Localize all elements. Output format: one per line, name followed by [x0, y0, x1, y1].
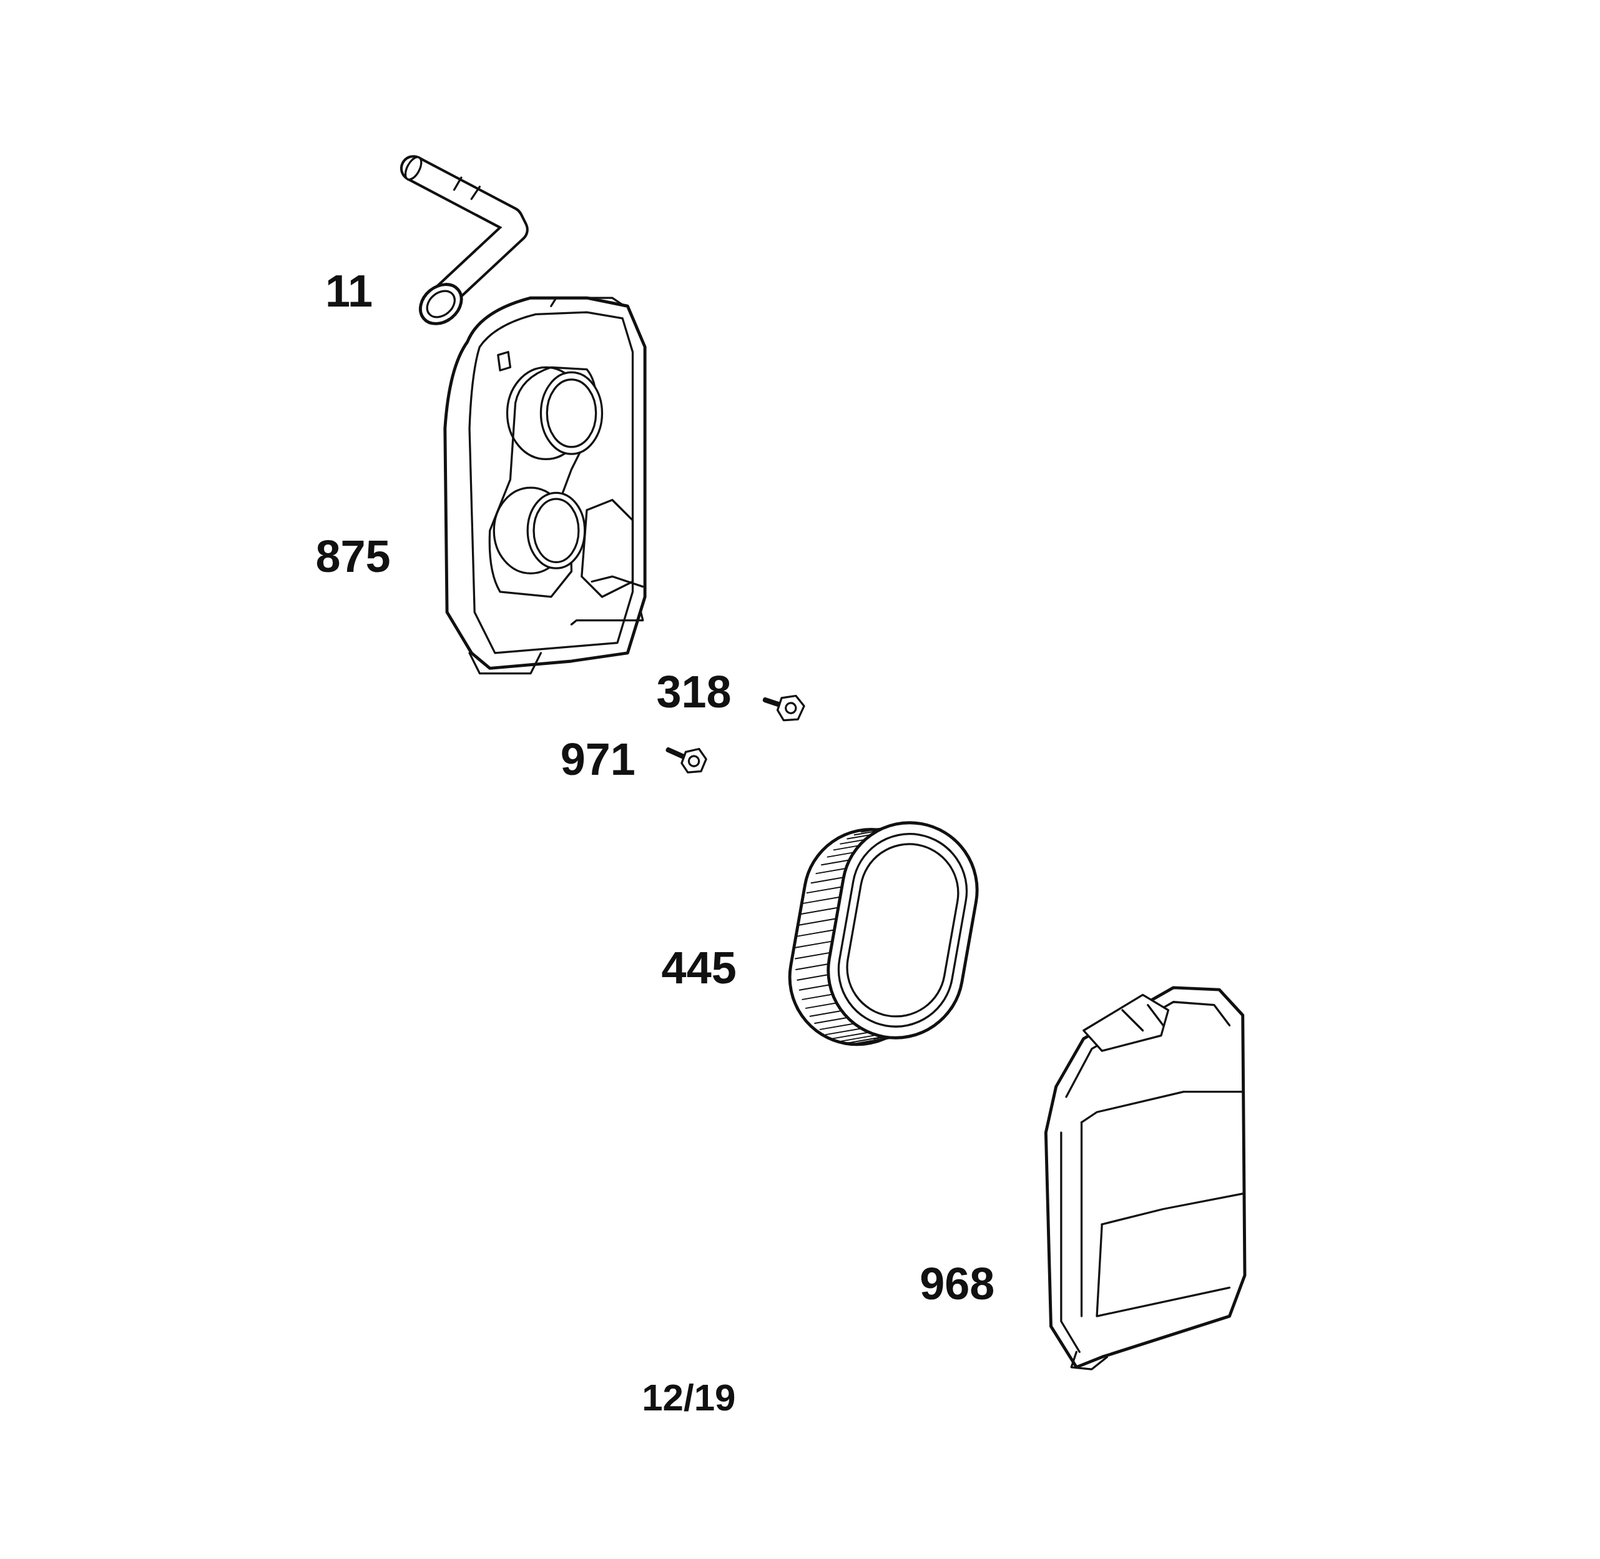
- drawing-stroke: [688, 755, 699, 766]
- breather-hose: [402, 154, 516, 333]
- drawing-stroke: [1083, 994, 1169, 1051]
- drawing-stroke: [527, 492, 585, 569]
- drawing-stroke: [1101, 1193, 1243, 1225]
- drawing-stroke: [533, 498, 579, 562]
- screw: [668, 748, 707, 773]
- drawing-stroke: [551, 297, 625, 306]
- air-cleaner-cover: [1045, 987, 1245, 1370]
- drawing-stroke: [1071, 1351, 1107, 1370]
- drawing-stroke: [1061, 1132, 1080, 1352]
- drawing-stroke: [581, 500, 634, 597]
- drawing-stroke: [413, 168, 516, 301]
- drawing-stroke: [571, 611, 643, 625]
- drawing-stroke: [422, 285, 461, 323]
- drawing-stroke: [785, 702, 796, 713]
- screw: [765, 695, 805, 720]
- drawing-stroke: [795, 934, 835, 954]
- drawing-stroke: [454, 177, 462, 190]
- drawing-stroke: [1122, 1005, 1164, 1031]
- drawing-stroke: [839, 836, 967, 1025]
- drawing-stroke: [540, 372, 602, 454]
- air-cleaner-base: [445, 297, 645, 673]
- callout-number: 875: [315, 533, 391, 579]
- drawing-stroke: [469, 652, 541, 674]
- drawing-stroke: [817, 812, 989, 1049]
- callout-number: 968: [919, 1261, 995, 1306]
- drawing-stroke: [402, 154, 425, 183]
- drawing-stroke: [498, 352, 511, 371]
- drawing-stroke: [796, 923, 836, 943]
- drawing-stroke: [546, 379, 596, 447]
- drawing-stroke: [413, 168, 516, 301]
- drawing-stroke: [829, 824, 976, 1036]
- callout-number: 318: [656, 669, 732, 715]
- callout-number: 11: [325, 268, 373, 314]
- drawing-stroke: [797, 912, 837, 932]
- drawing-stroke: [1096, 1224, 1230, 1316]
- drawing-stroke: [471, 186, 480, 200]
- drawing-stroke: [1080, 1122, 1083, 1316]
- drawing-stroke: [591, 576, 643, 587]
- callout-number: 971: [560, 736, 636, 782]
- drawing-stroke: [445, 297, 645, 668]
- drawing-stroke: [1045, 987, 1245, 1368]
- date-code: 12/19: [641, 1379, 736, 1417]
- drawing-stroke: [469, 312, 633, 653]
- callout-number: 445: [661, 945, 737, 991]
- drawing-stroke: [681, 748, 707, 773]
- air-filter: [779, 805, 988, 1062]
- drawing-stroke: [412, 276, 470, 333]
- drawing-stroke: [803, 890, 843, 910]
- drawing-stroke: [1081, 1091, 1243, 1123]
- drawing-stroke: [800, 900, 840, 921]
- drawing-stroke: [779, 805, 988, 1062]
- drawing-stroke: [779, 805, 988, 1062]
- drawing-stroke: [777, 695, 805, 720]
